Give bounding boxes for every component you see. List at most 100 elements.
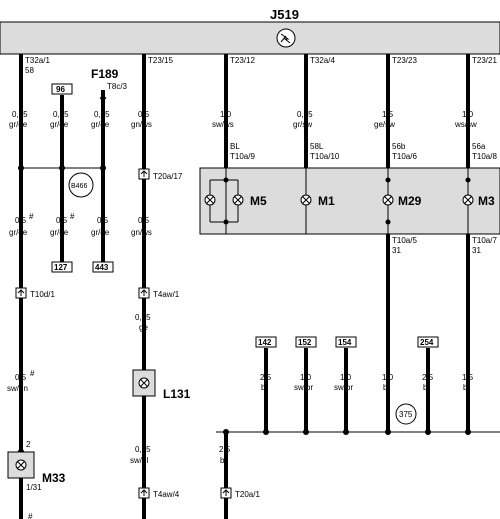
lamp-icon (232, 194, 244, 206)
diagram-title: J519 (270, 7, 299, 22)
cable-spec-w3a: 1,0 (340, 373, 352, 382)
pin-58: 58 (25, 66, 34, 75)
cable-spec-e1a: 0,35 (135, 313, 151, 322)
label-t4aw-1: T4aw/1 (153, 290, 180, 299)
cable-spec-8b: ws/sw (454, 120, 477, 129)
ground-point-375-label: 375 (399, 410, 413, 419)
label-m3: M3 (478, 194, 495, 208)
cable-spec-w1a: 2,5 (260, 373, 272, 382)
lamp-icon (462, 194, 474, 206)
cable-spec-w3b: sw/br (334, 383, 353, 392)
box-96-label: 96 (56, 85, 65, 94)
cable-spec-1b: gr/ge (9, 120, 28, 129)
cable-spec-g1a: 0,35 (135, 445, 151, 454)
cable-spec-w4b: br (383, 383, 390, 392)
label-t10d-1: T10d/1 (30, 290, 55, 299)
cable-spec-4a: 0,5 (138, 110, 150, 119)
label-m5: M5 (250, 194, 267, 208)
label-m1: M1 (318, 194, 335, 208)
cable-spec-w2a: 1,0 (300, 373, 312, 382)
b466-label: B466 (71, 183, 87, 190)
pin-31-a: 31 (392, 246, 401, 255)
lamp-l131 (132, 369, 156, 397)
label-t20a-1: T20a/1 (235, 490, 260, 499)
cable-spec-d2b: gr/ge (50, 228, 69, 237)
pin-t23-12: T23/12 (230, 56, 255, 65)
box-152-label: 152 (298, 338, 312, 347)
control-unit-symbol (276, 28, 296, 48)
cable-spec-w6a: 1,5 (462, 373, 474, 382)
cable-spec-w1b: br (261, 383, 268, 392)
cable-spec-3b: gr/ge (91, 120, 110, 129)
cable-spec-6b: gr/sw (293, 120, 312, 129)
cable-spec-w5a: 2,5 (422, 373, 434, 382)
box-254 (417, 336, 439, 348)
cable-spec-5a: 1,0 (220, 110, 232, 119)
cable-spec-g1b: sw/bl (130, 456, 148, 465)
cable-spec-d1b: gr/ge (9, 228, 28, 237)
cable-spec-7a: 1,5 (382, 110, 394, 119)
box-127-label: 127 (54, 263, 68, 272)
pin-2: 2 (26, 440, 31, 449)
cable-spec-w4a: 1,0 (382, 373, 394, 382)
cable-spec-d3b: gr/ge (91, 228, 110, 237)
pin-t10a-9: T10a/9 (230, 152, 255, 161)
label-m33: M33 (42, 471, 66, 485)
cable-spec-f1a: 0,5 (15, 373, 27, 382)
switch-arrow (99, 93, 107, 100)
connector-t4aw-1 (138, 287, 150, 299)
hash-mark: # (29, 212, 34, 221)
ground-point-375 (395, 403, 417, 425)
cable-spec-w2b: sw/br (294, 383, 313, 392)
cable-spec-f1b: sw/gn (7, 384, 28, 393)
box-127 (51, 261, 73, 273)
pin-t10a-7: T10a/7 (472, 236, 497, 245)
cable-spec-g2a: 2,5 (219, 445, 231, 454)
box-254-label: 254 (420, 338, 434, 347)
pin-t8c-3: T8c/3 (107, 82, 128, 91)
label-t4aw-4: T4aw/4 (153, 490, 180, 499)
lamp-assembly-box (199, 167, 500, 235)
box-142-label: 142 (258, 338, 272, 347)
label-t20a-17: T20a/17 (153, 172, 183, 181)
pin-56b: 56b (392, 142, 406, 151)
box-152 (295, 336, 317, 348)
label-m29: M29 (398, 194, 422, 208)
pin-t23-23: T23/23 (392, 56, 417, 65)
hash-mark: # (28, 512, 33, 519)
box-142 (255, 336, 277, 348)
cable-spec-1a: 0,35 (12, 110, 28, 119)
box-443-label: 443 (95, 263, 109, 272)
cable-spec-w6b: br (463, 383, 470, 392)
pin-t10a-8: T10a/8 (472, 152, 497, 161)
pin-bl: BL (230, 142, 240, 151)
lamp-icon (382, 194, 394, 206)
pin-t32a-4: T32a/4 (310, 56, 335, 65)
pin-t10a-5: T10a/5 (392, 236, 417, 245)
cable-spec-d3a: 0,5 (97, 216, 109, 225)
box-154-label: 154 (338, 338, 352, 347)
label-f189: F189 (91, 67, 119, 81)
cable-spec-2a: 0,35 (53, 110, 69, 119)
b466-marker (68, 172, 94, 198)
cable-spec-7b: ge/sw (374, 120, 395, 129)
cable-spec-w5b: br (423, 383, 430, 392)
cable-spec-3a: 0,35 (94, 110, 110, 119)
cable-spec-8a: 1,0 (462, 110, 474, 119)
control-unit-bar (0, 21, 500, 55)
hash-mark: # (30, 369, 35, 378)
cable-spec-d2a: 0,5 (56, 216, 68, 225)
cable-spec-e1b: ge (139, 323, 148, 332)
connector-t20a-17 (138, 168, 150, 180)
hash-mark: # (70, 212, 75, 221)
connector-t10d-1 (15, 287, 27, 299)
connector-t4aw-4 (138, 487, 150, 499)
motor-m33 (7, 451, 35, 479)
cable-spec-d1a: 0,5 (15, 216, 27, 225)
connector-t20a-1 (220, 487, 232, 499)
box-443 (92, 261, 114, 273)
label-l131: L131 (163, 387, 191, 401)
pin-t10a-10: T10a/10 (310, 152, 340, 161)
pin-t10a-6: T10a/6 (392, 152, 417, 161)
